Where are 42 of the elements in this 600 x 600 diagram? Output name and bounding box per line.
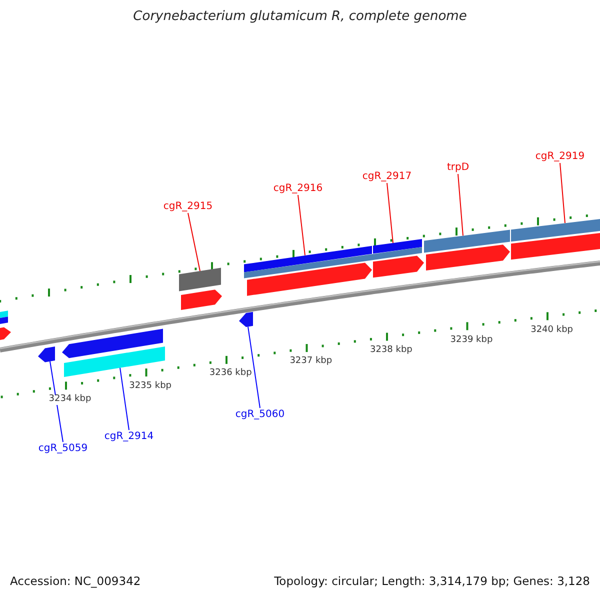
gene-feature xyxy=(38,346,55,362)
gene-feature xyxy=(181,290,222,310)
gene-bar xyxy=(0,310,8,319)
gene-bar xyxy=(244,246,372,272)
gene-feature xyxy=(0,327,11,341)
leader-line xyxy=(188,212,200,272)
gene-label: cgR_2917 xyxy=(362,171,412,182)
gene-bar xyxy=(179,268,221,292)
leader-line xyxy=(386,182,394,244)
gene-bar xyxy=(373,239,422,254)
tick-label: 3239 kbp xyxy=(450,336,493,346)
tick-label: 3234 kbp xyxy=(48,394,92,405)
gene-feature xyxy=(239,312,253,327)
genome-info-text: Topology: circular; Length: 3,314,179 bp; Genes: 3,128 xyxy=(274,575,590,588)
gene-label: cgR_2915 xyxy=(163,201,213,212)
gene-label: cgR_2916 xyxy=(273,183,323,194)
title: Corynebacterium glutamicum R, complete genome xyxy=(132,10,468,24)
tick-label: 3237 kbp xyxy=(290,357,332,368)
tick-label: 3236 kbp xyxy=(209,369,252,380)
gene-label: cgR_2919 xyxy=(535,151,585,162)
tick-label: 3238 kbp xyxy=(370,346,412,356)
gene-bar xyxy=(64,346,165,377)
tick-label: 3240 kbp xyxy=(530,326,573,336)
leader-line xyxy=(50,360,64,442)
gene-label: trpD xyxy=(446,162,470,173)
gene-bar xyxy=(424,230,510,253)
tick-label: 3235 kbp xyxy=(129,382,172,392)
leader-line xyxy=(248,326,260,408)
gene-feature xyxy=(373,256,424,278)
gene-label: cgR_5060 xyxy=(235,409,285,420)
gene-feature xyxy=(62,328,163,358)
leader-line xyxy=(298,194,306,256)
gene-bar xyxy=(0,316,8,325)
gene-bar xyxy=(244,247,422,278)
gene-label: cgR_2914 xyxy=(104,431,154,442)
gene-feature xyxy=(247,262,372,296)
gene-bar xyxy=(511,218,600,242)
gene-label: cgR_5059 xyxy=(38,443,88,454)
gene-feature xyxy=(511,232,600,260)
leader-line xyxy=(458,174,464,236)
gene-feature xyxy=(426,244,510,271)
accession-text: Accession: NC_009342 xyxy=(10,575,141,588)
